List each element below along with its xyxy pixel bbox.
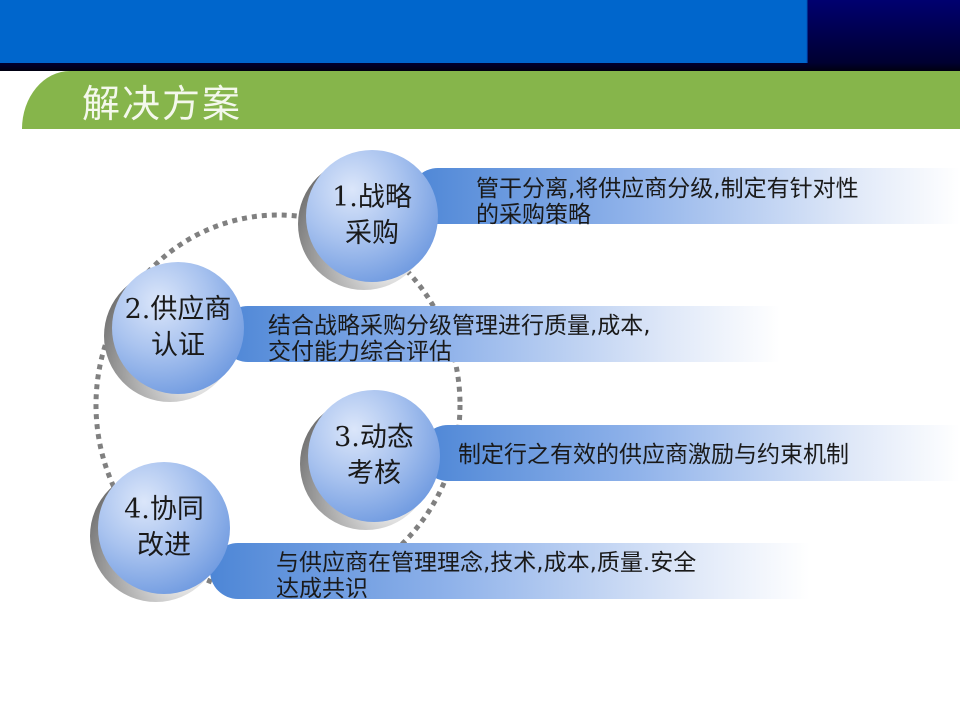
- label-line: 采购: [345, 218, 399, 249]
- step-disc-4: 4.协同 改进: [90, 462, 230, 602]
- step-label-4: 4.协同 改进: [98, 462, 230, 594]
- label-line: 认证: [151, 330, 205, 361]
- description-text-1: 管干分离,将供应商分级,制定有针对性 的采购策略: [476, 176, 859, 228]
- disc-face: [98, 462, 230, 594]
- description-line: 结合战略采购分级管理进行质量,成本,: [268, 313, 651, 339]
- description-line: 制定行之有效的供应商激励与约束机制: [458, 442, 849, 468]
- disc-face: [112, 262, 244, 394]
- description-text-2: 结合战略采购分级管理进行质量,成本, 交付能力综合评估: [268, 313, 651, 365]
- step-label-2: 2.供应商 认证: [112, 262, 244, 394]
- description-line: 与供应商在管理理念,技术,成本,质量.安全: [276, 550, 697, 576]
- title-bar: [22, 71, 960, 129]
- header-top-bar: [0, 0, 960, 64]
- description-line: 交付能力综合评估: [268, 339, 452, 365]
- step-disc-3: 3.动态 考核: [300, 390, 440, 530]
- step-disc-1: 1.战略 采购: [298, 150, 438, 290]
- disc-face: [308, 390, 440, 522]
- header-top-bar-dark-block: [808, 0, 960, 64]
- description-line: 管干分离,将供应商分级,制定有针对性: [476, 176, 859, 202]
- label-line: 改进: [137, 530, 191, 561]
- step-label-1: 1.战略 采购: [306, 150, 438, 282]
- header-divider: [0, 63, 960, 71]
- description-text-3: 制定行之有效的供应商激励与约束机制: [458, 442, 849, 468]
- description-bar-4: [210, 543, 810, 599]
- description-bar-3: [420, 425, 960, 481]
- page-title: 解决方案: [82, 82, 243, 126]
- step-disc-2: 2.供应商 认证: [104, 262, 244, 402]
- description-bar-1: [410, 168, 960, 224]
- label-line: 1.战略: [332, 182, 412, 213]
- description-bar-2: [220, 306, 780, 362]
- label-line: 2.供应商: [124, 294, 232, 325]
- disc-face: [306, 150, 438, 282]
- step-label-3: 3.动态 考核: [308, 390, 440, 522]
- description-line: 达成共识: [276, 576, 368, 602]
- description-line: 的采购策略: [476, 202, 591, 228]
- label-line: 考核: [347, 458, 401, 489]
- description-text-4: 与供应商在管理理念,技术,成本,质量.安全 达成共识: [276, 550, 696, 602]
- label-line: 4.协同: [124, 494, 204, 525]
- label-line: 3.动态: [334, 422, 414, 453]
